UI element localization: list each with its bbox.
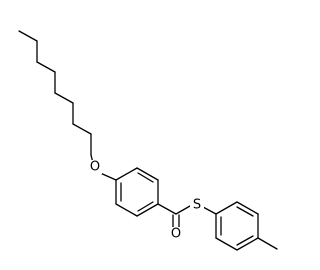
ring1-bond-5 — [115, 203, 138, 217]
thioester-group — [157, 203, 217, 228]
carbonyl-bond-ring — [157, 203, 177, 215]
ring2-inner-bond-1 — [236, 206, 254, 217]
ring2-bond-5 — [215, 237, 238, 251]
ring1-bond-2 — [136, 167, 159, 181]
sulfur-ring-bond — [202, 206, 217, 215]
molecule-diagram: O O S — [18, 30, 278, 251]
ring1-bond-4 — [136, 203, 159, 217]
ring1-bond-1 — [115, 167, 138, 181]
ring2-inner-bond-2 — [236, 235, 254, 246]
chain-bond-7 — [72, 123, 92, 135]
ring2-bond-2 — [236, 201, 259, 215]
ether-oxygen-label: O — [90, 160, 100, 175]
carbonyl-oxygen-label: O — [171, 227, 181, 242]
ring1-inner-bond-2 — [137, 201, 154, 212]
methyl-bond — [257, 237, 278, 250]
chain-bond-3 — [36, 61, 56, 73]
tolyl-ring — [215, 201, 278, 251]
carbon-sulfur-bond — [175, 205, 191, 215]
chain-bond-5 — [54, 92, 74, 104]
atom-labels: O O S — [88, 160, 204, 242]
ring2-bond-1 — [215, 201, 238, 215]
ring1-inner-bond-1 — [137, 172, 154, 183]
benzoyl-ring — [115, 167, 159, 217]
ring2-bond-4 — [236, 237, 259, 251]
chain-bond-1 — [18, 30, 38, 42]
sulfur-label: S — [193, 198, 201, 213]
octyl-chain — [18, 30, 92, 156]
